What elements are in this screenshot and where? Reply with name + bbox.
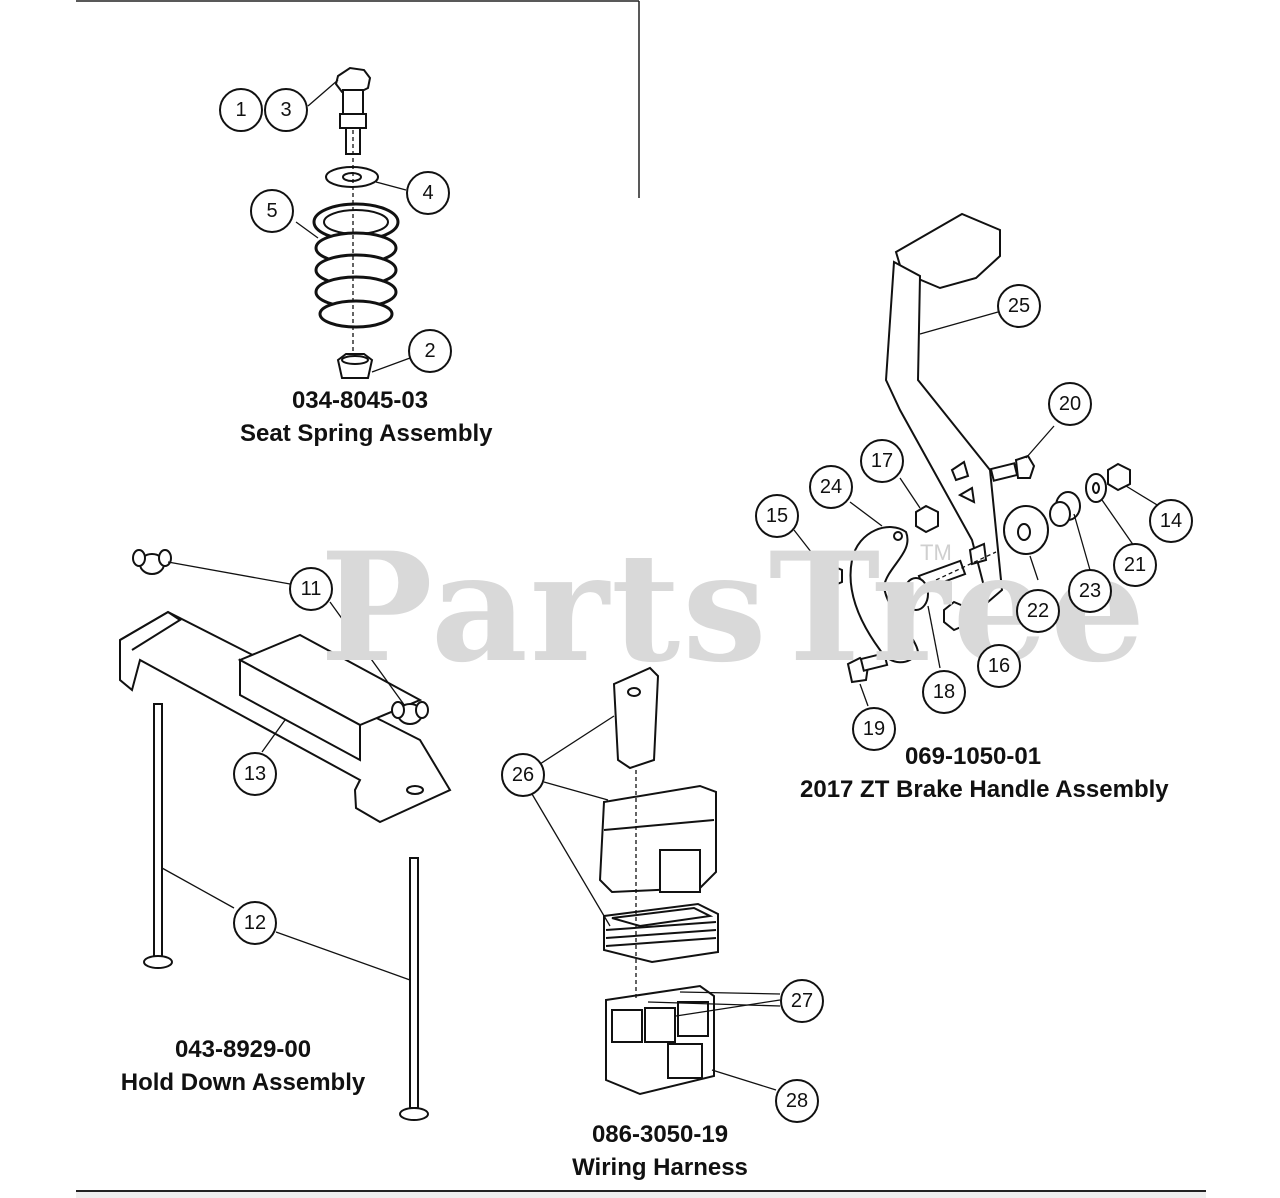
wiring-harness-drawing [598, 666, 719, 1096]
callout-27[interactable]: 27 [780, 979, 824, 1023]
callout-23[interactable]: 23 [1068, 569, 1112, 613]
callout-28[interactable]: 28 [775, 1079, 819, 1123]
callout-13[interactable]: 13 [233, 752, 277, 796]
frame-bottom-border [76, 1190, 1206, 1198]
callout-22[interactable]: 22 [1016, 589, 1060, 633]
callout-26[interactable]: 26 [501, 753, 545, 797]
callout-19[interactable]: 19 [852, 707, 896, 751]
hold-down-leaders [161, 561, 411, 981]
frame-lines [76, 0, 640, 198]
assembly-label-brake-handle: 069-1050-01 2017 ZT Brake Handle Assembl… [800, 740, 1169, 806]
part-number: 034-8045-03 [291, 387, 429, 414]
callout-17[interactable]: 17 [860, 439, 904, 483]
callout-1[interactable]: 1 [219, 88, 263, 132]
callout-18[interactable]: 18 [922, 670, 966, 714]
callout-4[interactable]: 4 [406, 171, 450, 215]
wiring-leaders [531, 715, 781, 1091]
callout-15[interactable]: 15 [755, 494, 799, 538]
callout-14[interactable]: 14 [1149, 499, 1193, 543]
hold-down-drawing [119, 549, 452, 1121]
callout-11[interactable]: 11 [289, 567, 333, 611]
part-number: 086-3050-19 [591, 1121, 729, 1148]
assembly-label-hold-down: 043-8929-00 Hold Down Assembly [120, 1033, 366, 1099]
callout-12[interactable]: 12 [233, 901, 277, 945]
seat-spring-drawing [312, 66, 400, 379]
assembly-name: Wiring Harness [572, 1154, 748, 1181]
callout-25[interactable]: 25 [997, 284, 1041, 328]
trademark-mark: TM [920, 540, 952, 565]
brake-leaders [793, 311, 1173, 707]
seat-leaders [295, 79, 411, 373]
callout-16[interactable]: 16 [977, 644, 1021, 688]
callout-2[interactable]: 2 [408, 329, 452, 373]
callout-21[interactable]: 21 [1113, 543, 1157, 587]
assembly-label-seat-spring: 034-8045-03 Seat Spring Assembly [240, 384, 493, 450]
assembly-name: Hold Down Assembly [120, 1069, 366, 1096]
assembly-name: Seat Spring Assembly [240, 420, 493, 447]
callout-5[interactable]: 5 [250, 189, 294, 233]
callout-24[interactable]: 24 [809, 465, 853, 509]
brake-handle-drawing [817, 212, 1131, 684]
part-number: 043-8929-00 [174, 1036, 312, 1063]
assembly-label-wiring-harness: 086-3050-19 Wiring Harness [560, 1118, 760, 1184]
part-number: 069-1050-01 [904, 743, 1042, 770]
assembly-name: 2017 ZT Brake Handle Assembly [800, 776, 1169, 803]
callout-20[interactable]: 20 [1048, 382, 1092, 426]
callout-3[interactable]: 3 [264, 88, 308, 132]
